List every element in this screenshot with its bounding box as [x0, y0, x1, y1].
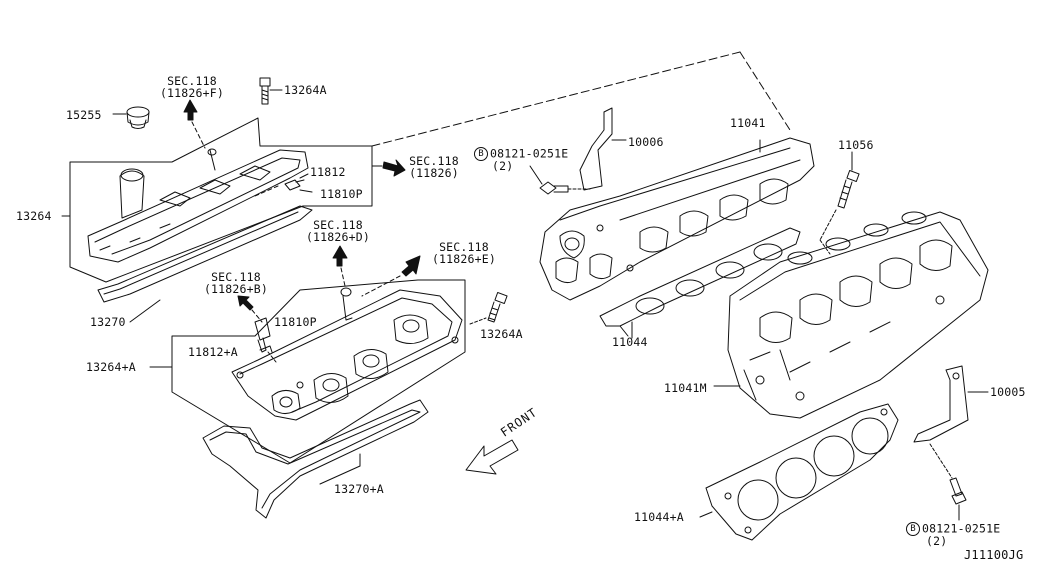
label-11041: 11041 [730, 116, 766, 130]
label-11810p-b: 11810P [274, 315, 317, 329]
gasket-13270a [202, 399, 429, 519]
bolt-08121-top [529, 165, 591, 195]
cover-13264-frame [69, 117, 373, 283]
bracket-10006 [579, 107, 627, 191]
bolt-13264a-right [469, 292, 508, 325]
guide-11056 [819, 239, 831, 255]
front-arrow-icon [465, 439, 519, 475]
label-sec118-f: SEC.118 [167, 74, 217, 88]
arrow-sec118-b [237, 295, 263, 323]
rocker-cover-13264a [231, 287, 463, 421]
bolt-08121-bottom [929, 443, 967, 521]
label-bolt-top-qty: (2) [492, 159, 514, 173]
label-13264plusa: 13264+A [86, 360, 136, 374]
label-sec118-top-sub: (11826) [409, 166, 459, 180]
drawing-code: J11100JG [964, 548, 1024, 562]
label-bolt-bottom-code: 08121-0251E [922, 521, 1001, 536]
label-15255: 15255 [66, 108, 102, 122]
label-bolt-top-code: 08121-0251E [490, 146, 569, 161]
label-sec118-e-sub: (11826+E) [431, 252, 497, 266]
label-sec118-e: SEC.118 [439, 240, 489, 254]
cover-13264a-frame [171, 279, 466, 464]
label-10006: 10006 [628, 135, 664, 149]
gasket-11044 [599, 227, 801, 337]
label-sec118-b-sub: (11826+B) [203, 282, 269, 296]
rocker-cover-13264 [87, 148, 309, 263]
label-sec118-f-sub: (11826+F) [159, 86, 225, 100]
label-sec118-b: SEC.118 [211, 270, 261, 284]
arrow-sec118-top [371, 159, 406, 177]
label-sec118-d-sub: (11826+D) [305, 230, 371, 244]
label-11044: 11044 [612, 335, 648, 349]
label-13264: 13264 [16, 209, 52, 223]
label-11044a: 11044+A [634, 510, 684, 524]
label-11812a: 11812+A [188, 345, 238, 359]
label-10005: 10005 [990, 385, 1026, 399]
bolt-marker-icon: B [474, 147, 488, 161]
dashed-leader-lines [371, 51, 791, 147]
bolt-13264a-top [259, 77, 283, 105]
label-sec118-d: SEC.118 [313, 218, 363, 232]
label-sec118-top: SEC.118 [409, 154, 459, 168]
arrow-sec118-d [332, 245, 348, 287]
label-13270plusa: 13270+A [334, 482, 384, 496]
label-leaders [61, 139, 761, 485]
label-11056: 11056 [838, 138, 874, 152]
label-13264a-top: 13264A [284, 83, 327, 97]
label-11041m: 11041M [664, 381, 707, 395]
cylinder-head-11041m [727, 211, 989, 419]
label-13264a-right: 13264A [480, 327, 523, 341]
bracket-10005 [913, 365, 989, 443]
gasket-13270 [97, 205, 313, 303]
label-bolt-bottom-qty: (2) [926, 534, 948, 548]
valve-11810p-11812a [254, 317, 277, 363]
head-gasket-11044a [699, 403, 899, 541]
valve-11812-11810p [254, 173, 313, 197]
arrow-sec118-f [183, 99, 206, 149]
bolt-marker-icon: B [906, 522, 920, 536]
label-11812: 11812 [310, 165, 346, 179]
cylinder-head-11041 [539, 137, 815, 301]
label-11810p: 11810P [320, 187, 363, 201]
bolt-11056 [819, 151, 860, 241]
arrow-sec118-e [361, 255, 421, 297]
oil-filler-cap-15255 [112, 106, 150, 129]
label-13270: 13270 [90, 315, 126, 329]
